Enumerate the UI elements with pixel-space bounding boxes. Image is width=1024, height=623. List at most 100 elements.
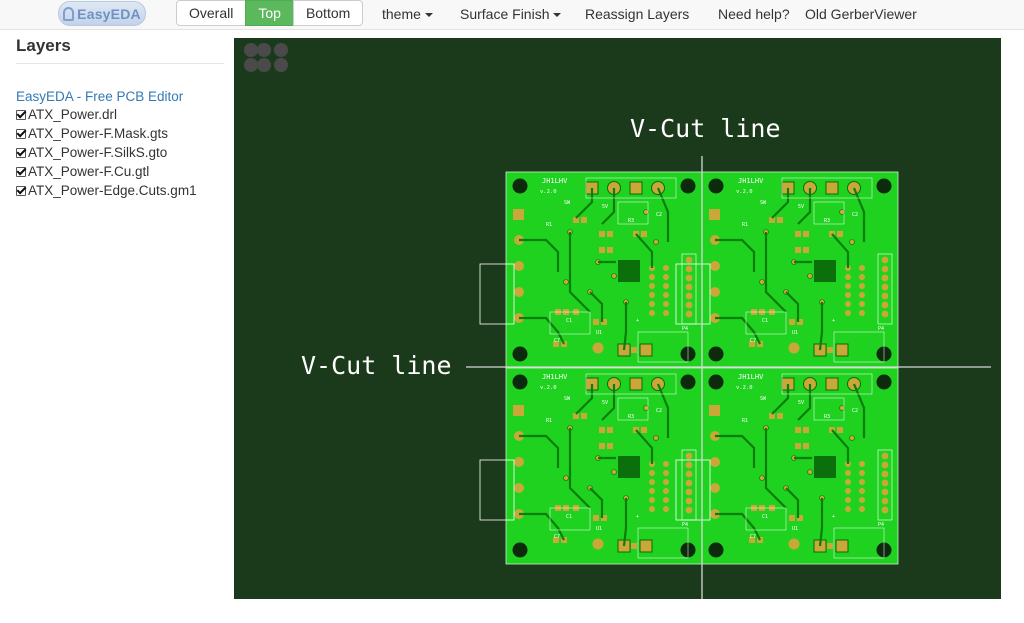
silk-label: U1: [792, 526, 798, 532]
smd-pad: [789, 515, 795, 521]
header-pad: [881, 470, 889, 478]
header-pad: [881, 274, 889, 282]
smd-pad: [631, 543, 637, 549]
mounting-hole: [708, 374, 724, 390]
silk-label: U1: [792, 330, 798, 336]
easyeda-logo[interactable]: EasyEDA: [58, 1, 146, 26]
ic-pad: [663, 497, 669, 503]
ic-pad: [845, 301, 851, 307]
ic-pad: [845, 479, 851, 485]
view-top-button[interactable]: Top: [245, 0, 294, 26]
silk-label: U1: [596, 526, 602, 532]
via: [563, 475, 569, 481]
smd-pad: [593, 515, 599, 521]
silk-label: SW: [564, 396, 571, 402]
layer-checkbox[interactable]: [16, 166, 26, 177]
layer-checkbox[interactable]: [16, 185, 26, 196]
via: [839, 209, 845, 215]
connector-pad: [592, 538, 604, 550]
board-name-label: JH1LHV: [738, 177, 764, 185]
easyeda-editor-link[interactable]: EasyEDA - Free PCB Editor: [16, 89, 184, 104]
smd-pad: [607, 443, 613, 449]
board-outline: [701, 171, 899, 369]
surface-finish-menu[interactable]: Surface Finish: [460, 0, 562, 28]
silk-label: +: [832, 514, 835, 520]
copper-trace: [818, 302, 824, 351]
smd-pad: [777, 413, 783, 419]
ic-pad: [859, 274, 865, 280]
copper-trace: [831, 429, 850, 464]
header-pad: [881, 256, 889, 264]
silk-label: R3: [824, 414, 830, 420]
layer-checkbox[interactable]: [16, 147, 26, 158]
pcb-render[interactable]: JH1LHVv.2.0SW5VR3C2R1C1C7+P4U1JH1LHVv.2.…: [234, 38, 1001, 599]
smd-pad: [803, 231, 809, 237]
layer-item[interactable]: ATX_Power-F.Mask.gts: [16, 124, 224, 143]
header-pad: [710, 287, 720, 297]
silk-outline: [479, 263, 515, 325]
silk-label: 5V: [798, 204, 804, 210]
vcut-horizontal-label: V-Cut line: [301, 351, 452, 380]
layer-item[interactable]: ATX_Power-Edge.Cuts.gm1: [16, 181, 224, 200]
silk-label: R1: [546, 222, 552, 228]
connector-pad: [629, 181, 643, 195]
layers-title: Layers: [16, 34, 224, 64]
header-pad: [685, 301, 693, 309]
smd-pad: [827, 347, 833, 353]
layer-item[interactable]: ATX_Power-F.SilkS.gto: [16, 143, 224, 162]
copper-trace: [764, 232, 787, 313]
smd-pad: [599, 427, 605, 433]
mounting-hole: [876, 178, 892, 194]
via: [653, 435, 659, 441]
ic-pad: [845, 470, 851, 476]
smd-pad: [631, 347, 637, 353]
smd-pad: [749, 341, 755, 347]
silk-label: P4: [878, 522, 884, 528]
silk-outline: [549, 311, 591, 335]
view-bottom-button[interactable]: Bottom: [292, 0, 364, 26]
copper-trace: [601, 188, 616, 225]
view-toggle-group: Overall Top Bottom: [176, 0, 364, 26]
ic-pad: [845, 310, 851, 316]
smd-pad: [837, 427, 843, 433]
layer-label: ATX_Power-Edge.Cuts.gm1: [28, 183, 197, 198]
board-name-label: JH1LHV: [542, 373, 568, 381]
header-pad: [514, 287, 524, 297]
smd-pad: [553, 537, 559, 543]
header-pad: [514, 483, 524, 493]
need-help-link[interactable]: Need help?: [718, 6, 790, 22]
silk-outline: [833, 527, 885, 559]
layer-item[interactable]: ATX_Power.drl: [16, 105, 224, 124]
silk-label: C7: [750, 534, 756, 540]
mounting-hole: [708, 346, 724, 362]
layer-item[interactable]: ATX_Power-F.Cu.gtl: [16, 162, 224, 181]
view-overall-button[interactable]: Overall: [176, 0, 247, 26]
ic-pad: [859, 488, 865, 494]
silk-label: 5V: [602, 400, 608, 406]
silk-outline: [675, 459, 711, 521]
connector-pad: [825, 377, 839, 391]
layer-checkbox[interactable]: [16, 109, 26, 120]
silk-label: C2: [852, 212, 858, 218]
chevron-down-icon: [424, 13, 433, 18]
theme-menu[interactable]: theme: [382, 0, 433, 28]
ic-pad: [845, 274, 851, 280]
smd-pad: [803, 443, 809, 449]
via: [759, 475, 765, 481]
ic-pad: [649, 497, 655, 503]
silk-label: C1: [566, 318, 572, 324]
silk-label: C2: [852, 408, 858, 414]
layer-checkbox[interactable]: [16, 128, 26, 139]
silk-label: +: [636, 514, 639, 520]
smd-pad: [837, 231, 843, 237]
ic-pad: [859, 283, 865, 289]
reassign-layers-link[interactable]: Reassign Layers: [585, 6, 690, 22]
smd-pad: [795, 427, 801, 433]
header-pad: [685, 283, 693, 291]
copper-trace: [715, 316, 761, 345]
smd-pad: [797, 319, 803, 325]
header-pad: [881, 506, 889, 514]
old-gerberviewer-link[interactable]: Old GerberViewer: [805, 6, 917, 22]
